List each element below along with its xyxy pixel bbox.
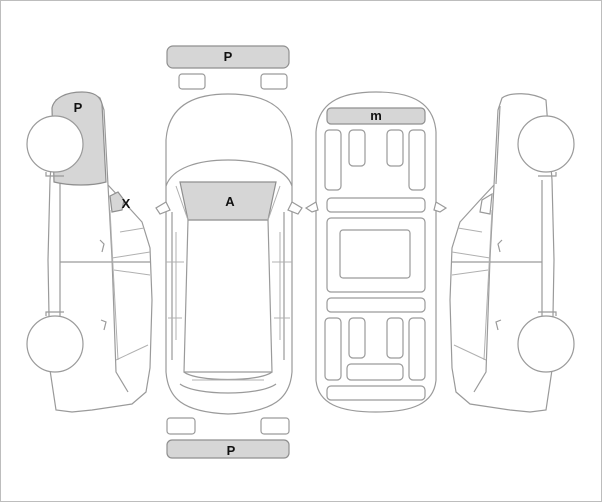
front-bumper-right-part <box>260 73 288 90</box>
rear-bumper-mark <box>166 439 290 459</box>
top-view-car <box>155 93 303 415</box>
left-front-wheel <box>26 115 84 173</box>
interior-view <box>304 91 448 413</box>
rear-bumper-right-part <box>260 417 290 435</box>
rear-bumper-area <box>166 417 290 459</box>
left-side-mirror-label: X <box>122 196 131 211</box>
left-front-fender-label: P <box>74 100 83 115</box>
rear-bumper-label: P <box>227 443 236 458</box>
roof-front-mark <box>326 107 426 125</box>
roof-front-label: m <box>370 108 382 123</box>
front-bumper-mark <box>166 45 290 69</box>
front-bumper-left-part <box>178 73 206 90</box>
front-bumper-area <box>166 45 290 90</box>
rear-bumper-left-part <box>166 417 196 435</box>
windshield-label: A <box>225 194 235 209</box>
left-side-mirror-mark <box>109 191 125 213</box>
right-side-view <box>449 93 575 413</box>
left-side-view <box>26 91 153 413</box>
left-rear-wheel <box>26 315 84 373</box>
right-front-wheel <box>517 115 575 173</box>
right-rear-wheel <box>517 315 575 373</box>
front-bumper-label: P <box>224 49 233 64</box>
